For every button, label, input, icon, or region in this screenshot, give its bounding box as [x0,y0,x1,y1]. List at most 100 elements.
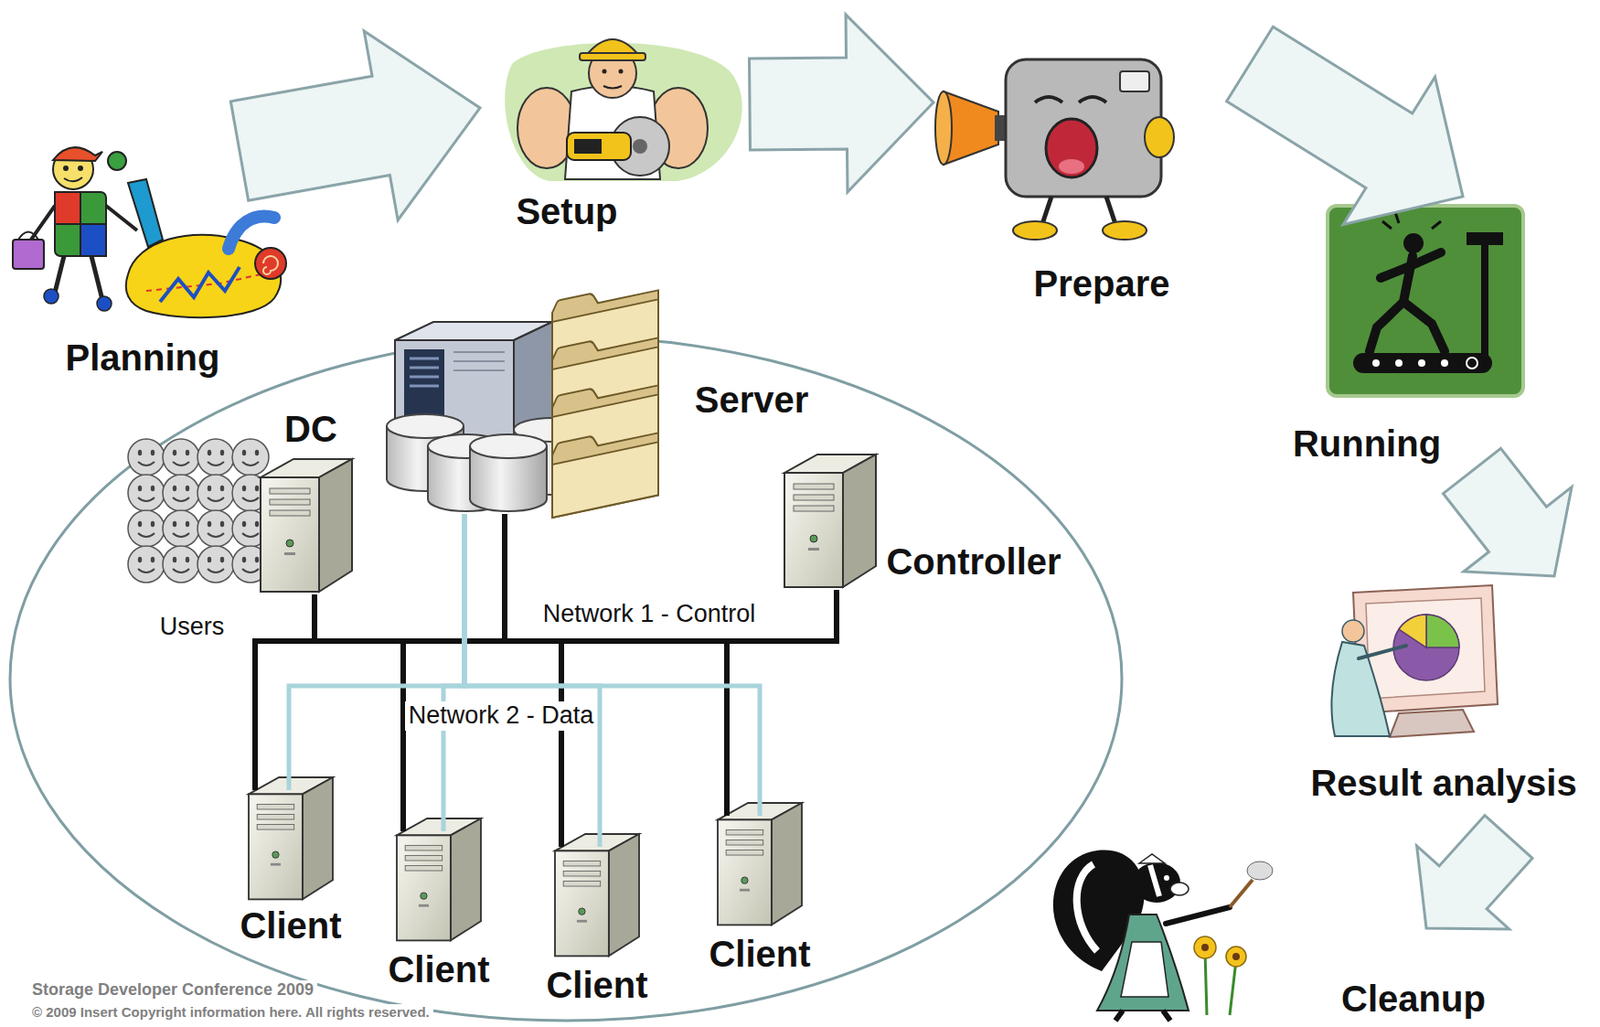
computer-illustration [717,802,802,925]
client-computer: Client [695,815,824,979]
cleanup-illustration [1077,864,1098,951]
cleanup-illustration [1115,1010,1171,1021]
analysis-illustration [1331,585,1498,737]
server-illustration [409,358,439,386]
data-network-wire [288,513,465,790]
cleanup-illustration [1163,874,1170,881]
cleanup-illustration [1132,862,1181,903]
computer-illustration [784,454,876,587]
planning-illustration [18,232,39,241]
client-computer: Client [374,831,503,994]
computer-illustration [260,458,352,592]
users-illustration [128,545,165,583]
planning-illustration [80,224,107,256]
running-illustration [1369,252,1445,352]
node-label: Cleanup [1341,977,1486,1020]
computer-illustration [554,833,640,956]
planning-illustration [107,151,127,171]
flow-arrow [1417,815,1533,929]
cleanup-illustration [1139,853,1165,864]
analysis-illustration [1358,645,1407,659]
client-computer: Client [226,789,355,951]
planning-illustration [54,192,107,256]
planning-illustration [64,177,83,182]
dc-computer: DC [256,402,357,595]
planning-illustration [128,179,163,247]
prepare-illustration [1005,59,1162,197]
analysis-illustration [1398,614,1427,648]
planning-illustration [160,266,240,302]
users-illustration [162,510,200,547]
stage-box: Result analysis [1290,576,1597,837]
users-illustration [162,438,200,476]
analysis-illustration [1389,709,1474,737]
users-illustration [128,510,165,547]
setup-illustration [504,39,743,182]
running-illustration [1353,352,1493,374]
stage-box: Setup [480,20,750,240]
node-label: Prepare [1034,262,1171,305]
flow-arrow [1226,26,1463,224]
planning-illustration [228,215,275,249]
planning-illustration [77,165,84,171]
users-illustration [197,474,235,512]
footer-text: Storage Developer Conference 2009 [28,980,318,1000]
users-illustration [128,438,165,476]
cleanup-illustration [1226,946,1247,967]
users-illustration [128,474,165,512]
analysis-illustration [1426,614,1460,648]
planning-illustration [263,256,278,275]
cleanup-illustration [1165,906,1230,924]
node-label: Client [545,963,648,1006]
server-illustration [386,278,659,518]
cleanup-illustration [1229,879,1253,907]
running-illustration [1395,359,1403,367]
planning-illustration [63,165,69,171]
cleanup-illustration [1232,952,1240,960]
prepare-illustration [1034,96,1107,103]
node-label: Running [1292,422,1441,465]
prepare-illustration [1013,221,1057,240]
cleanup-illustration [1247,861,1273,880]
stage-box: Prepare [933,27,1250,309]
computer-illustration [396,818,481,940]
data-network-wire [443,513,465,832]
control-network-wire [255,589,837,790]
server-illustration [552,421,659,518]
running-illustration [1327,205,1524,396]
server-illustration [453,352,505,371]
network-boundary [10,336,1122,1021]
flow-arrow [749,14,934,192]
running-illustration [1372,359,1380,367]
network-label: Network 1 - Control [539,599,760,629]
running-illustration [1466,357,1478,369]
planning-illustration [43,288,59,304]
prepare-illustration [1144,117,1174,158]
running-illustration [1440,359,1449,367]
prepare-illustration [1102,221,1147,240]
prepare-illustration [1120,71,1150,92]
planning-illustration [54,256,103,300]
node-label: Setup [515,190,618,233]
users-illustration [162,545,200,583]
prepare-illustration [935,59,1174,240]
planning-illustration [12,239,44,269]
node-label: Client [708,932,811,975]
users-illustration [197,545,235,583]
running-illustration [1466,232,1504,246]
running-illustration [1418,359,1426,367]
cleanup-illustration [1150,864,1160,896]
control-network-wire [314,589,837,641]
cleanup-illustration [1053,850,1273,1021]
analysis-illustration [1365,597,1485,699]
file-server: Server [384,315,814,514]
node-label: Planning [65,336,221,379]
setup-illustration [566,132,631,160]
node-label: Server [694,378,810,421]
running-illustration [1403,233,1424,254]
users-illustration [162,474,200,512]
stage-box: Planning [5,18,240,384]
computer-illustration [248,777,333,899]
